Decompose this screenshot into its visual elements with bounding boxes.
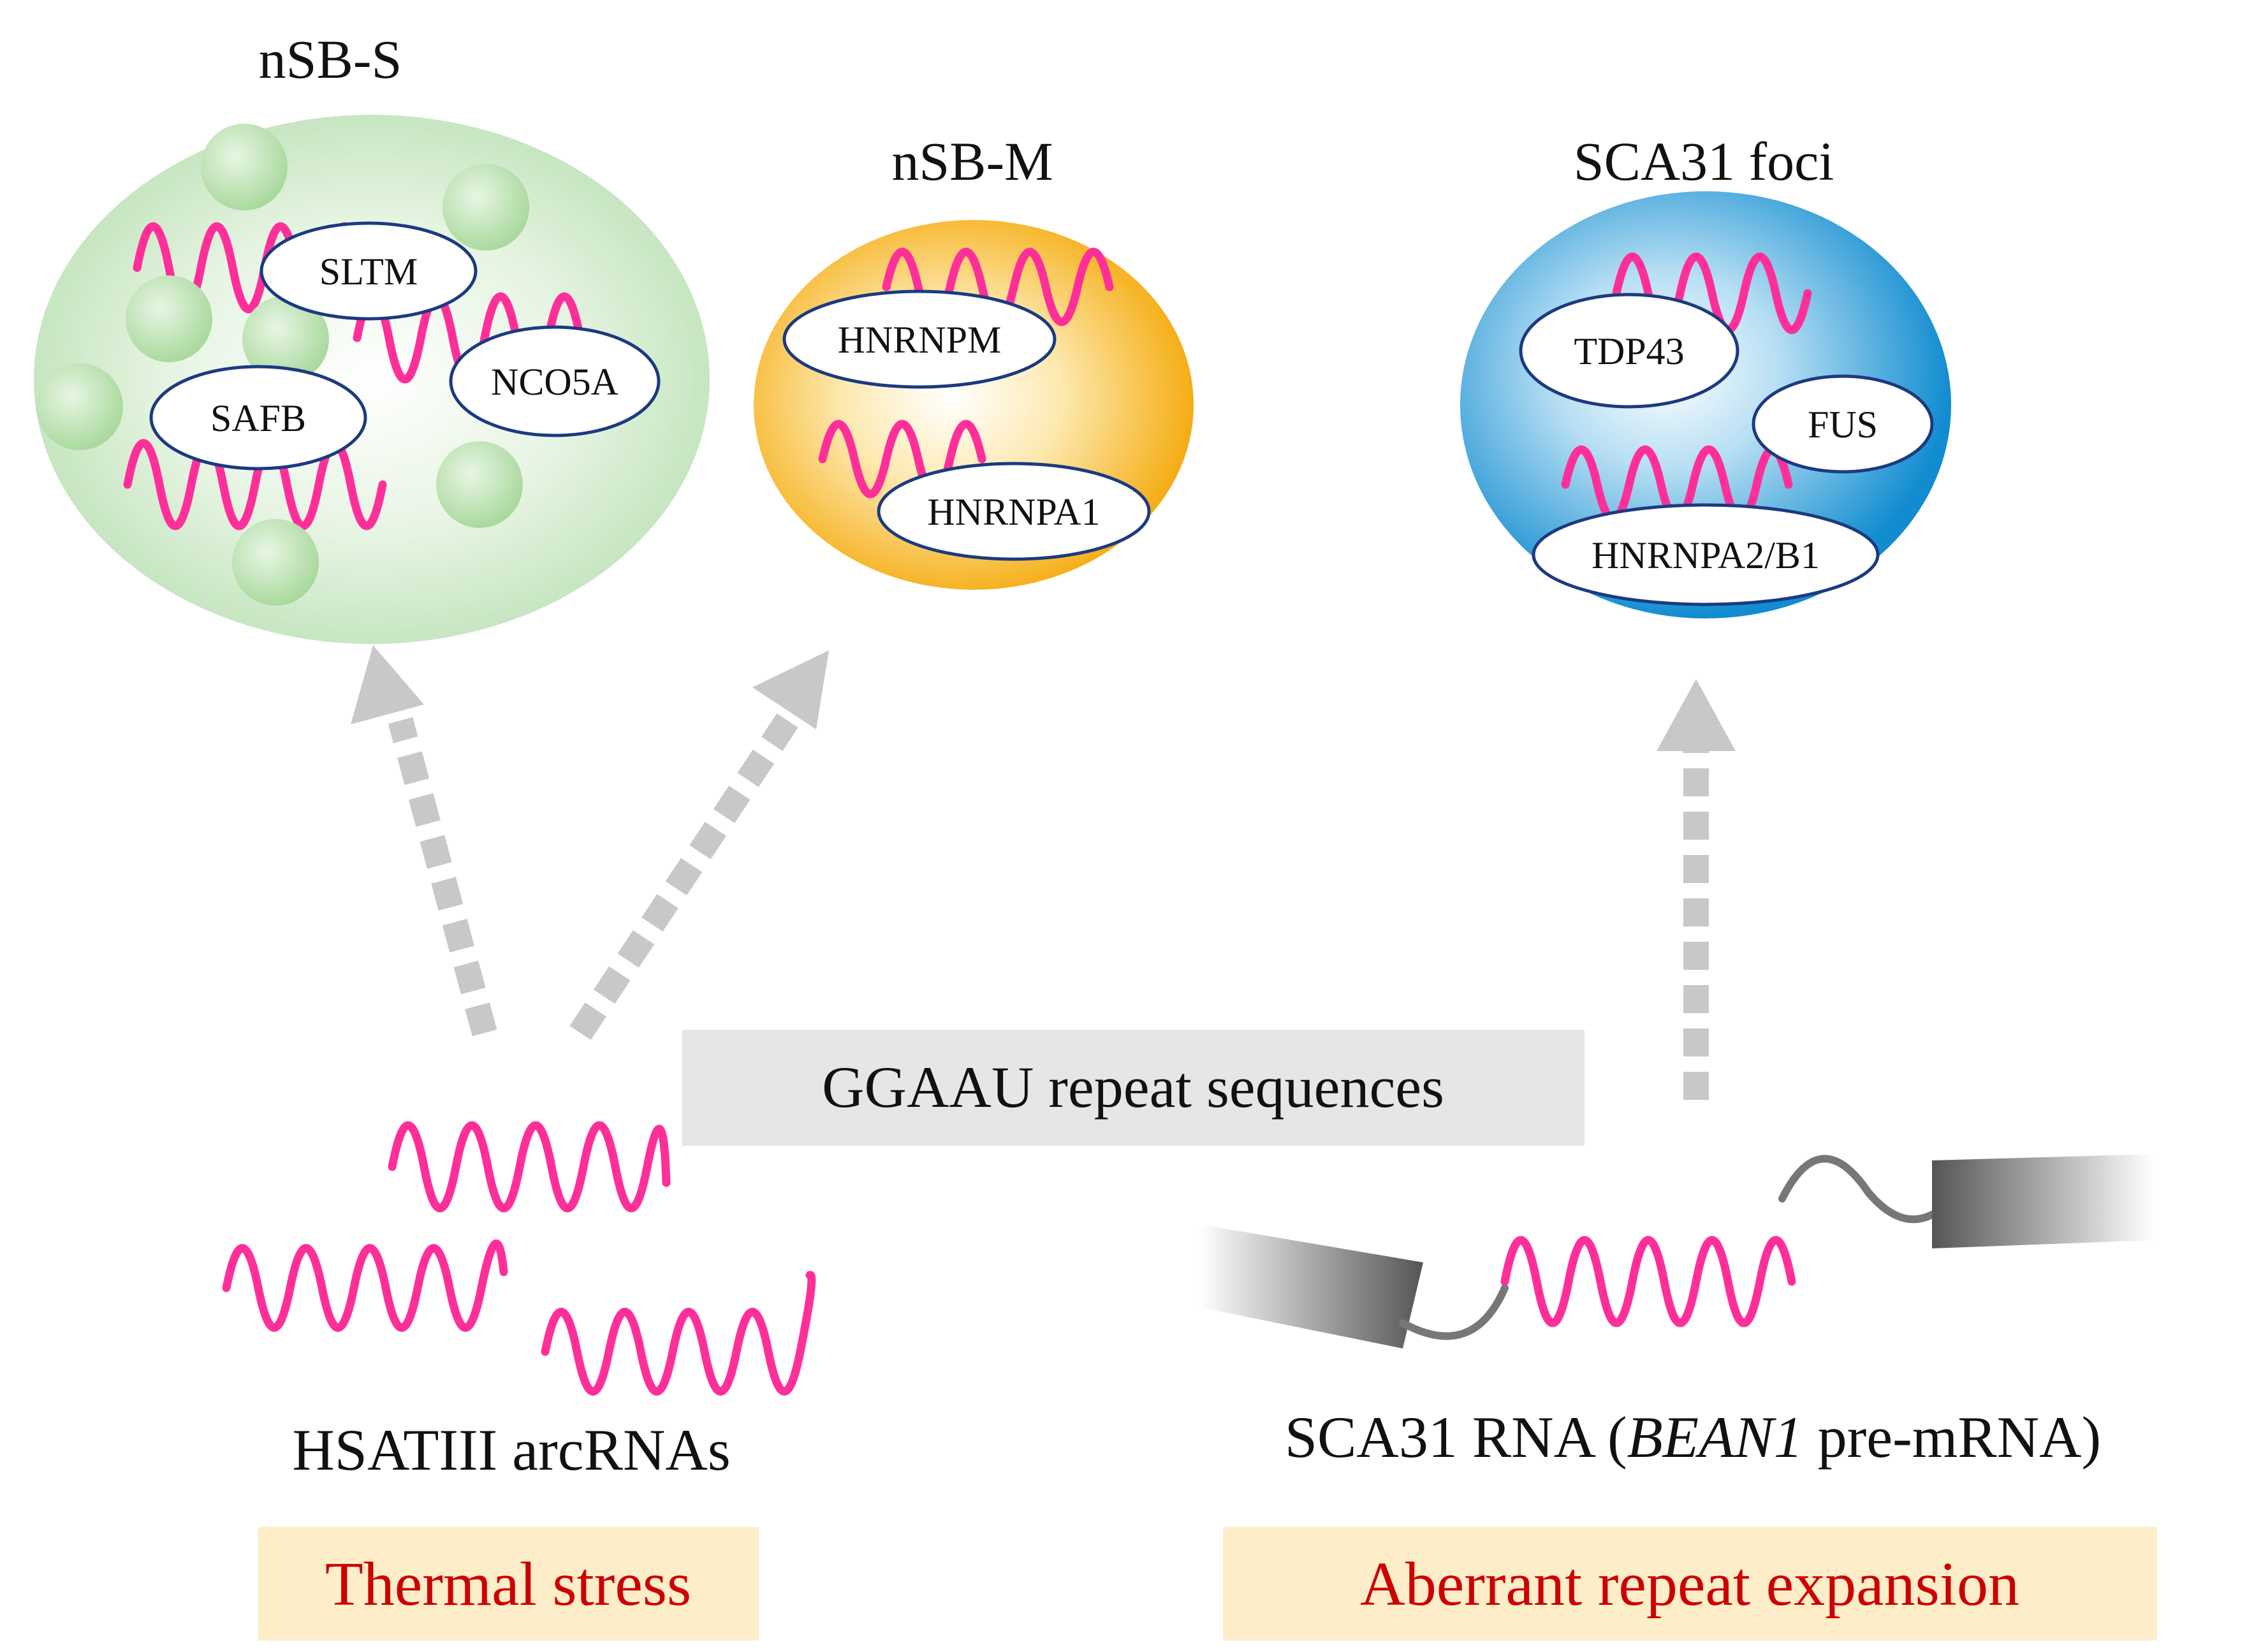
sca31-rna-label: SCA31 RNA (BEAN1 pre-mRNA)	[1285, 1405, 2101, 1470]
repeat-label-group: GGAAU repeat sequences	[682, 1030, 1585, 1146]
rna-wave	[1612, 252, 1812, 334]
protein-hnrnpa1-label: HNRNPA1	[927, 491, 1100, 533]
rna-wave	[388, 1121, 671, 1213]
protein-hnrnpa2b1	[1532, 503, 1880, 606]
protein-tdp43	[1519, 293, 1739, 409]
intron-right	[1778, 1155, 1936, 1224]
green-bead	[443, 164, 529, 251]
repeat-expansion-label: Aberrant repeat expansion	[1360, 1550, 2019, 1619]
protein-nco5a-label: NCO5A	[491, 361, 618, 403]
repeat-expansion-box	[1223, 1527, 2157, 1641]
hsatiii-group: HSATIII arcRNAs Thermal stress	[222, 1121, 816, 1641]
arrow-to-sca31-head	[1657, 679, 1736, 751]
protein-nco5a	[449, 325, 661, 437]
sca31-rna-label-prefix: SCA31 RNA (	[1285, 1405, 1627, 1470]
rna-wave	[541, 1271, 816, 1396]
intron-left	[1399, 1284, 1509, 1340]
exon-left	[1199, 1224, 1423, 1349]
protein-hnrnpm	[782, 289, 1057, 389]
protein-safb	[149, 365, 367, 471]
protein-sltm-label: SLTM	[319, 251, 418, 293]
arrow-to-nsb-s-shaft	[388, 717, 497, 1037]
sca31-foci-body	[1460, 191, 1951, 618]
repeat-label: GGAAU repeat sequences	[822, 1055, 1444, 1120]
arrow-to-nsb-m-head	[752, 650, 829, 729]
protein-safb-label: SAFB	[210, 397, 306, 439]
arrows-group	[351, 645, 1736, 1100]
exon-right	[1932, 1154, 2155, 1248]
protein-sltm	[260, 221, 478, 321]
sca31-rna-label-suffix: pre-mRNA)	[1803, 1405, 2102, 1470]
protein-fus	[1752, 374, 1934, 474]
arrow-to-nsb-s-head	[351, 645, 424, 724]
sca31-foci-title: SCA31 foci	[1574, 131, 1834, 192]
protein-hnrnpa1	[877, 462, 1151, 561]
arrow-to-nsb-m-shaft	[569, 713, 798, 1041]
green-bead	[242, 296, 329, 383]
protein-hnrnpa2b1-label: HNRNPA2/B1	[1592, 534, 1820, 576]
green-bead	[232, 519, 319, 606]
nsb-m-group: nSB-M HNRNPM HNRNPA1	[754, 131, 1194, 590]
protein-hnrnpm-label: HNRNPM	[838, 319, 1002, 361]
nsb-m-title: nSB-M	[891, 131, 1053, 192]
sca31-rna-label-gene: BEAN1	[1627, 1405, 1803, 1470]
rna-wave	[222, 1239, 508, 1332]
thermal-stress-box	[258, 1527, 759, 1641]
sca31-rna-group: SCA31 RNA (BEAN1 pre-mRNA) Aberrant repe…	[1199, 1154, 2157, 1641]
hsatiii-label: HSATIII arcRNAs	[292, 1417, 730, 1482]
protein-fus-label: FUS	[1808, 404, 1878, 446]
sca31-foci-group: SCA31 foci TDP43 FUS HNRNPA2/B1	[1460, 131, 1951, 618]
repeat-label-box	[682, 1030, 1585, 1146]
nsb-s-title: nSB-S	[259, 29, 402, 90]
green-bead	[436, 441, 523, 528]
green-bead	[201, 124, 288, 210]
rna-wave	[818, 420, 986, 499]
protein-tdp43-label: TDP43	[1574, 330, 1684, 372]
rna-repeat-wave	[1500, 1236, 1796, 1327]
nsb-s-group: nSB-S SLTM NCO5A SAFB	[34, 29, 710, 644]
green-bead	[36, 363, 123, 450]
thermal-stress-label: Thermal stress	[325, 1550, 691, 1619]
green-bead	[126, 275, 212, 362]
